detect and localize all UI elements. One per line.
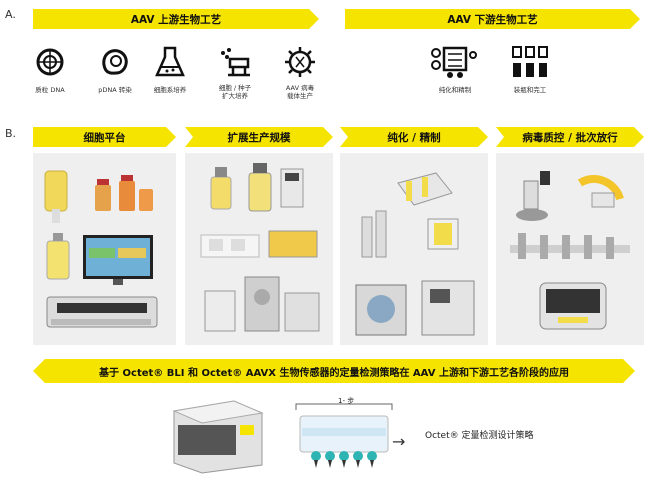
stage-label: 细胞平台	[83, 131, 126, 144]
section-letter-b: B.	[5, 127, 17, 140]
icon-label-plasmid: 质粒 DNA	[35, 86, 65, 94]
downstream-title-arrow: AAV 下游生物工艺	[345, 9, 640, 29]
banner-text: 基于 Octet® BLI 和 Octet® AAVX 生物传感器的定量检测策略…	[99, 367, 569, 379]
downstream-title: AAV 下游生物工艺	[447, 13, 538, 26]
application-banner: 基于 Octet® BLI 和 Octet® AAVX 生物传感器的定量检测策略…	[33, 359, 635, 383]
stage-arrow-qc-release: 病毒质控 / 批次放行	[496, 127, 644, 147]
section-letter-a: A.	[5, 8, 16, 21]
panel-scale-up	[185, 153, 333, 345]
strategy-label: Octet® 定量检测设计策略	[425, 431, 534, 441]
vial-filling-icon	[512, 46, 548, 77]
icon-label-virus: AAV 病毒 载体生产	[285, 84, 315, 100]
purification-icon	[431, 46, 477, 78]
icon-label-cell-culture: 细胞系培养	[153, 86, 187, 94]
icon-label-vial-filling: 装瓶和完工	[513, 86, 547, 94]
stage-arrow-cell-platform: 细胞平台	[33, 127, 176, 147]
step-label: 1- 步	[338, 397, 355, 405]
stage-arrow-purification: 纯化 / 精制	[340, 127, 488, 147]
icon-label-seed-expansion: 细胞 / 种子 扩大培养	[218, 84, 252, 100]
upstream-title-arrow: AAV 上游生物工艺	[33, 9, 319, 29]
upstream-title: AAV 上游生物工艺	[130, 13, 222, 26]
purification-equipment-illustration	[355, 172, 475, 336]
flow-arrow: →	[392, 432, 406, 451]
stage-label: 纯化 / 精制	[387, 131, 441, 144]
icon-label-purification: 纯化和精制	[438, 86, 472, 94]
scale-up-equipment-illustration	[200, 163, 320, 332]
biosensor-well-illustration	[299, 415, 389, 468]
plasmid-icon	[36, 48, 64, 76]
seed-expansion-icon	[221, 48, 250, 77]
icon-label-transfection: pDNA 转染	[98, 86, 132, 94]
qc-equipment-illustration	[510, 171, 630, 330]
octet-instrument-illustration	[172, 400, 264, 474]
transfection-icon	[102, 49, 128, 75]
cell-platform-equipment-illustration	[44, 170, 158, 328]
panel-cell-platform	[33, 153, 176, 345]
stage-label: 病毒质控 / 批次放行	[522, 131, 618, 144]
panel-qc-release	[496, 153, 644, 345]
step-bracket	[295, 403, 393, 410]
cell-culture-flask-icon	[155, 46, 185, 77]
stage-arrow-scale-up: 扩展生产规模	[185, 127, 333, 147]
stage-label: 扩展生产规模	[227, 131, 291, 144]
virus-icon	[285, 47, 315, 77]
panel-purification	[340, 153, 488, 345]
